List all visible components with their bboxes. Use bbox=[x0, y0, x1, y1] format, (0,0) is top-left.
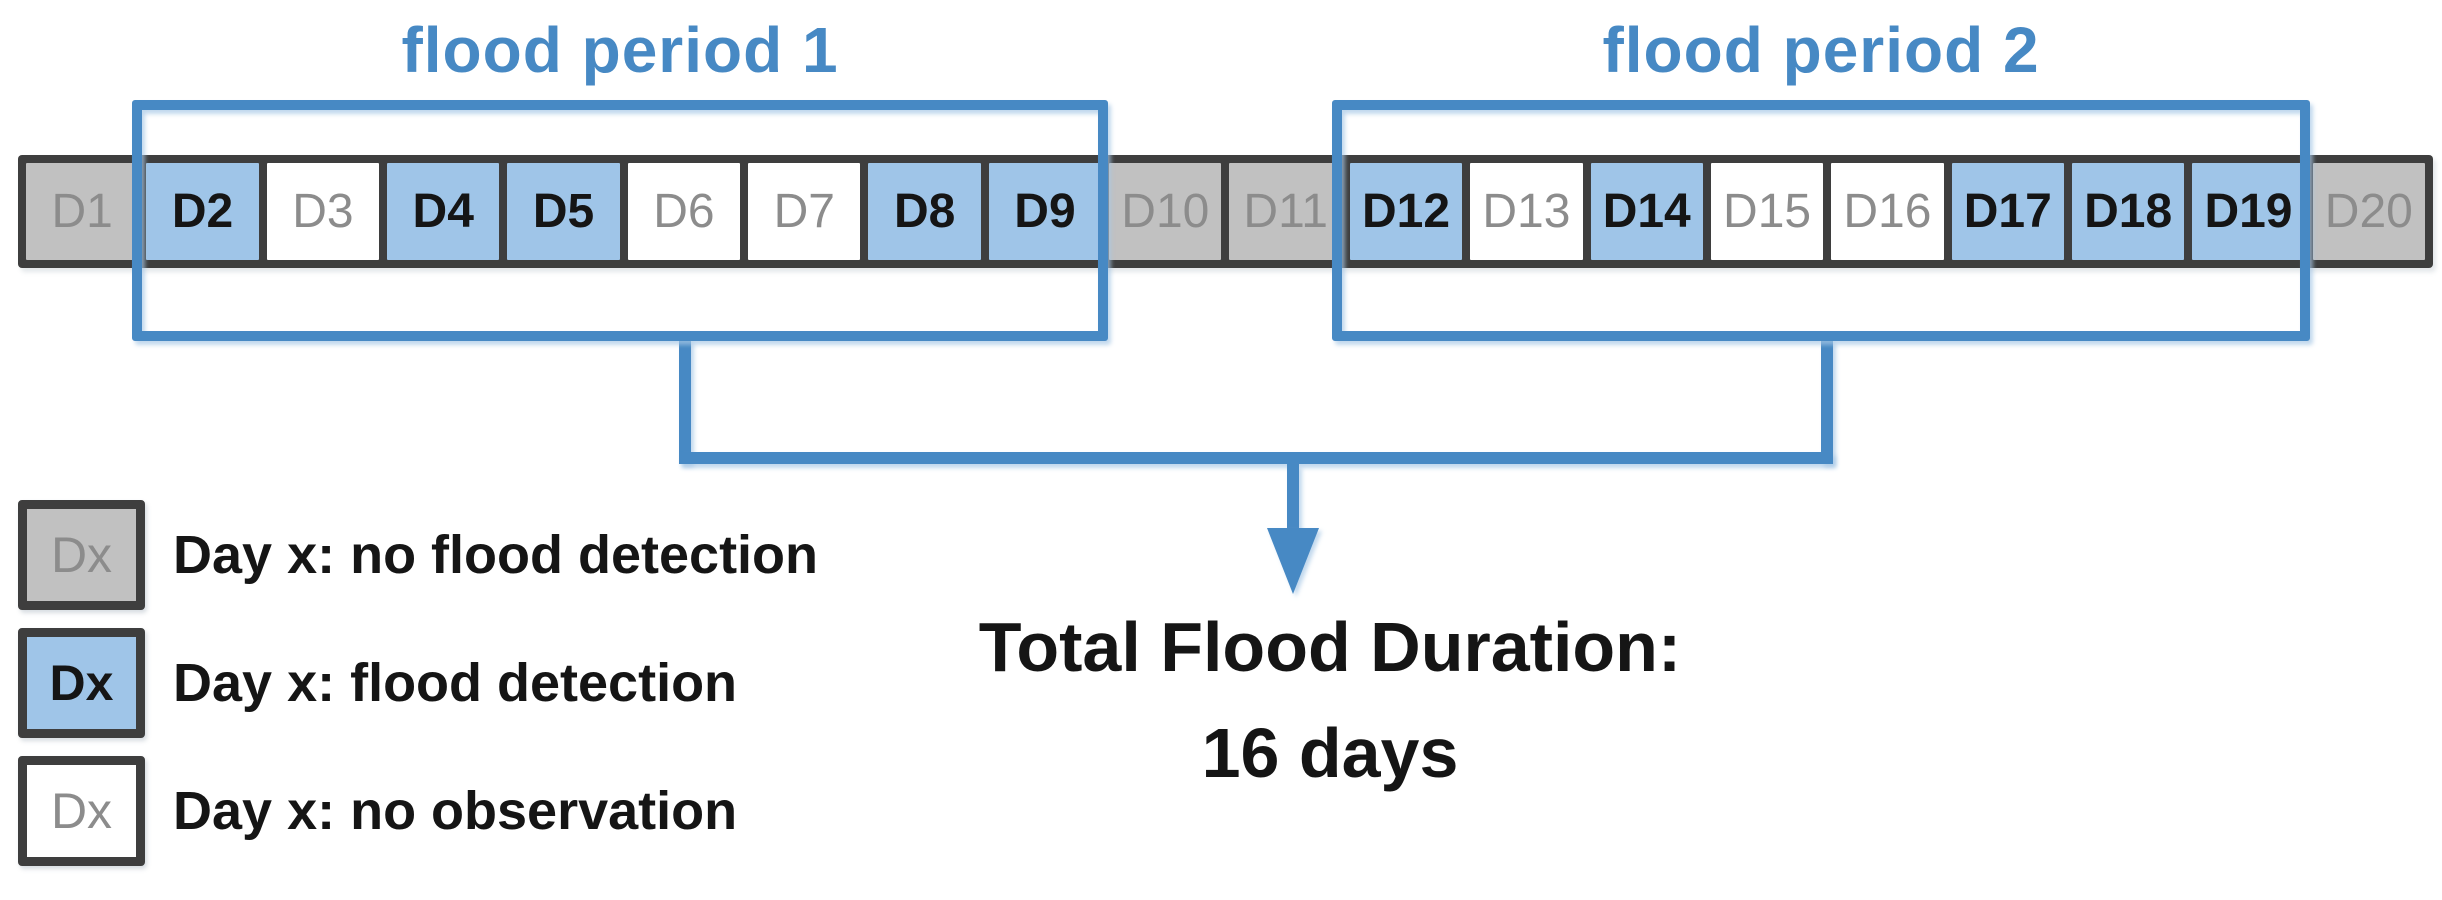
flood-period-1-label: flood period 1 bbox=[401, 14, 839, 86]
period-1-drop-line bbox=[679, 339, 691, 463]
total-flood-duration-line1: Total Flood Duration: bbox=[978, 608, 1682, 686]
day-cell-D15: D15 bbox=[1710, 163, 1824, 260]
legend-item-no_observation: Dx Day x: no observation bbox=[18, 756, 818, 866]
legend-label-no_observation: Day x: no observation bbox=[173, 781, 738, 841]
day-cell-D20: D20 bbox=[2312, 163, 2425, 260]
legend-label-flood: Day x: flood detection bbox=[173, 653, 738, 713]
day-cell-D5: D5 bbox=[507, 163, 620, 260]
flood-period-2-bracket bbox=[1332, 100, 2310, 341]
day-cell-D1: D1 bbox=[26, 163, 139, 260]
legend-swatch-no_detection: Dx bbox=[18, 500, 145, 610]
day-cell-D4: D4 bbox=[387, 163, 500, 260]
day-cell-D3: D3 bbox=[266, 163, 380, 260]
legend-label-no_detection: Day x: no flood detection bbox=[173, 525, 819, 585]
connector-line bbox=[679, 452, 1833, 464]
legend-item-no_detection: Dx Day x: no flood detection bbox=[18, 500, 818, 610]
day-cell-D8: D8 bbox=[868, 163, 981, 260]
day-cell-D18: D18 bbox=[2071, 163, 2185, 260]
legend-item-flood: Dx Day x: flood detection bbox=[18, 628, 818, 738]
down-arrow-shaft bbox=[1287, 464, 1299, 530]
day-cell-D2: D2 bbox=[146, 163, 259, 260]
period-2-drop-line bbox=[1821, 339, 1833, 463]
day-cell-D14: D14 bbox=[1590, 163, 1703, 260]
day-cell-D12: D12 bbox=[1349, 163, 1463, 260]
day-cell-D13: D13 bbox=[1470, 163, 1583, 260]
day-cell-D7: D7 bbox=[748, 163, 861, 260]
total-flood-duration-line2: 16 days bbox=[1201, 714, 1459, 792]
down-arrow-icon bbox=[1267, 528, 1319, 594]
total-flood-duration-text: Total Flood Duration: 16 days bbox=[930, 594, 1730, 806]
day-cell-D9: D9 bbox=[988, 163, 1102, 260]
flood-period-1-bracket bbox=[132, 100, 1108, 341]
flood-period-2-label: flood period 2 bbox=[1602, 14, 2040, 86]
legend-swatch-flood: Dx bbox=[18, 628, 145, 738]
day-cell-D19: D19 bbox=[2192, 163, 2305, 260]
day-cell-D11: D11 bbox=[1229, 163, 1342, 260]
day-cell-D6: D6 bbox=[627, 163, 741, 260]
day-cell-D10: D10 bbox=[1109, 163, 1222, 260]
day-cell-D16: D16 bbox=[1831, 163, 1944, 260]
day-cell-D17: D17 bbox=[1951, 163, 2064, 260]
legend-swatch-no_observation: Dx bbox=[18, 756, 145, 866]
